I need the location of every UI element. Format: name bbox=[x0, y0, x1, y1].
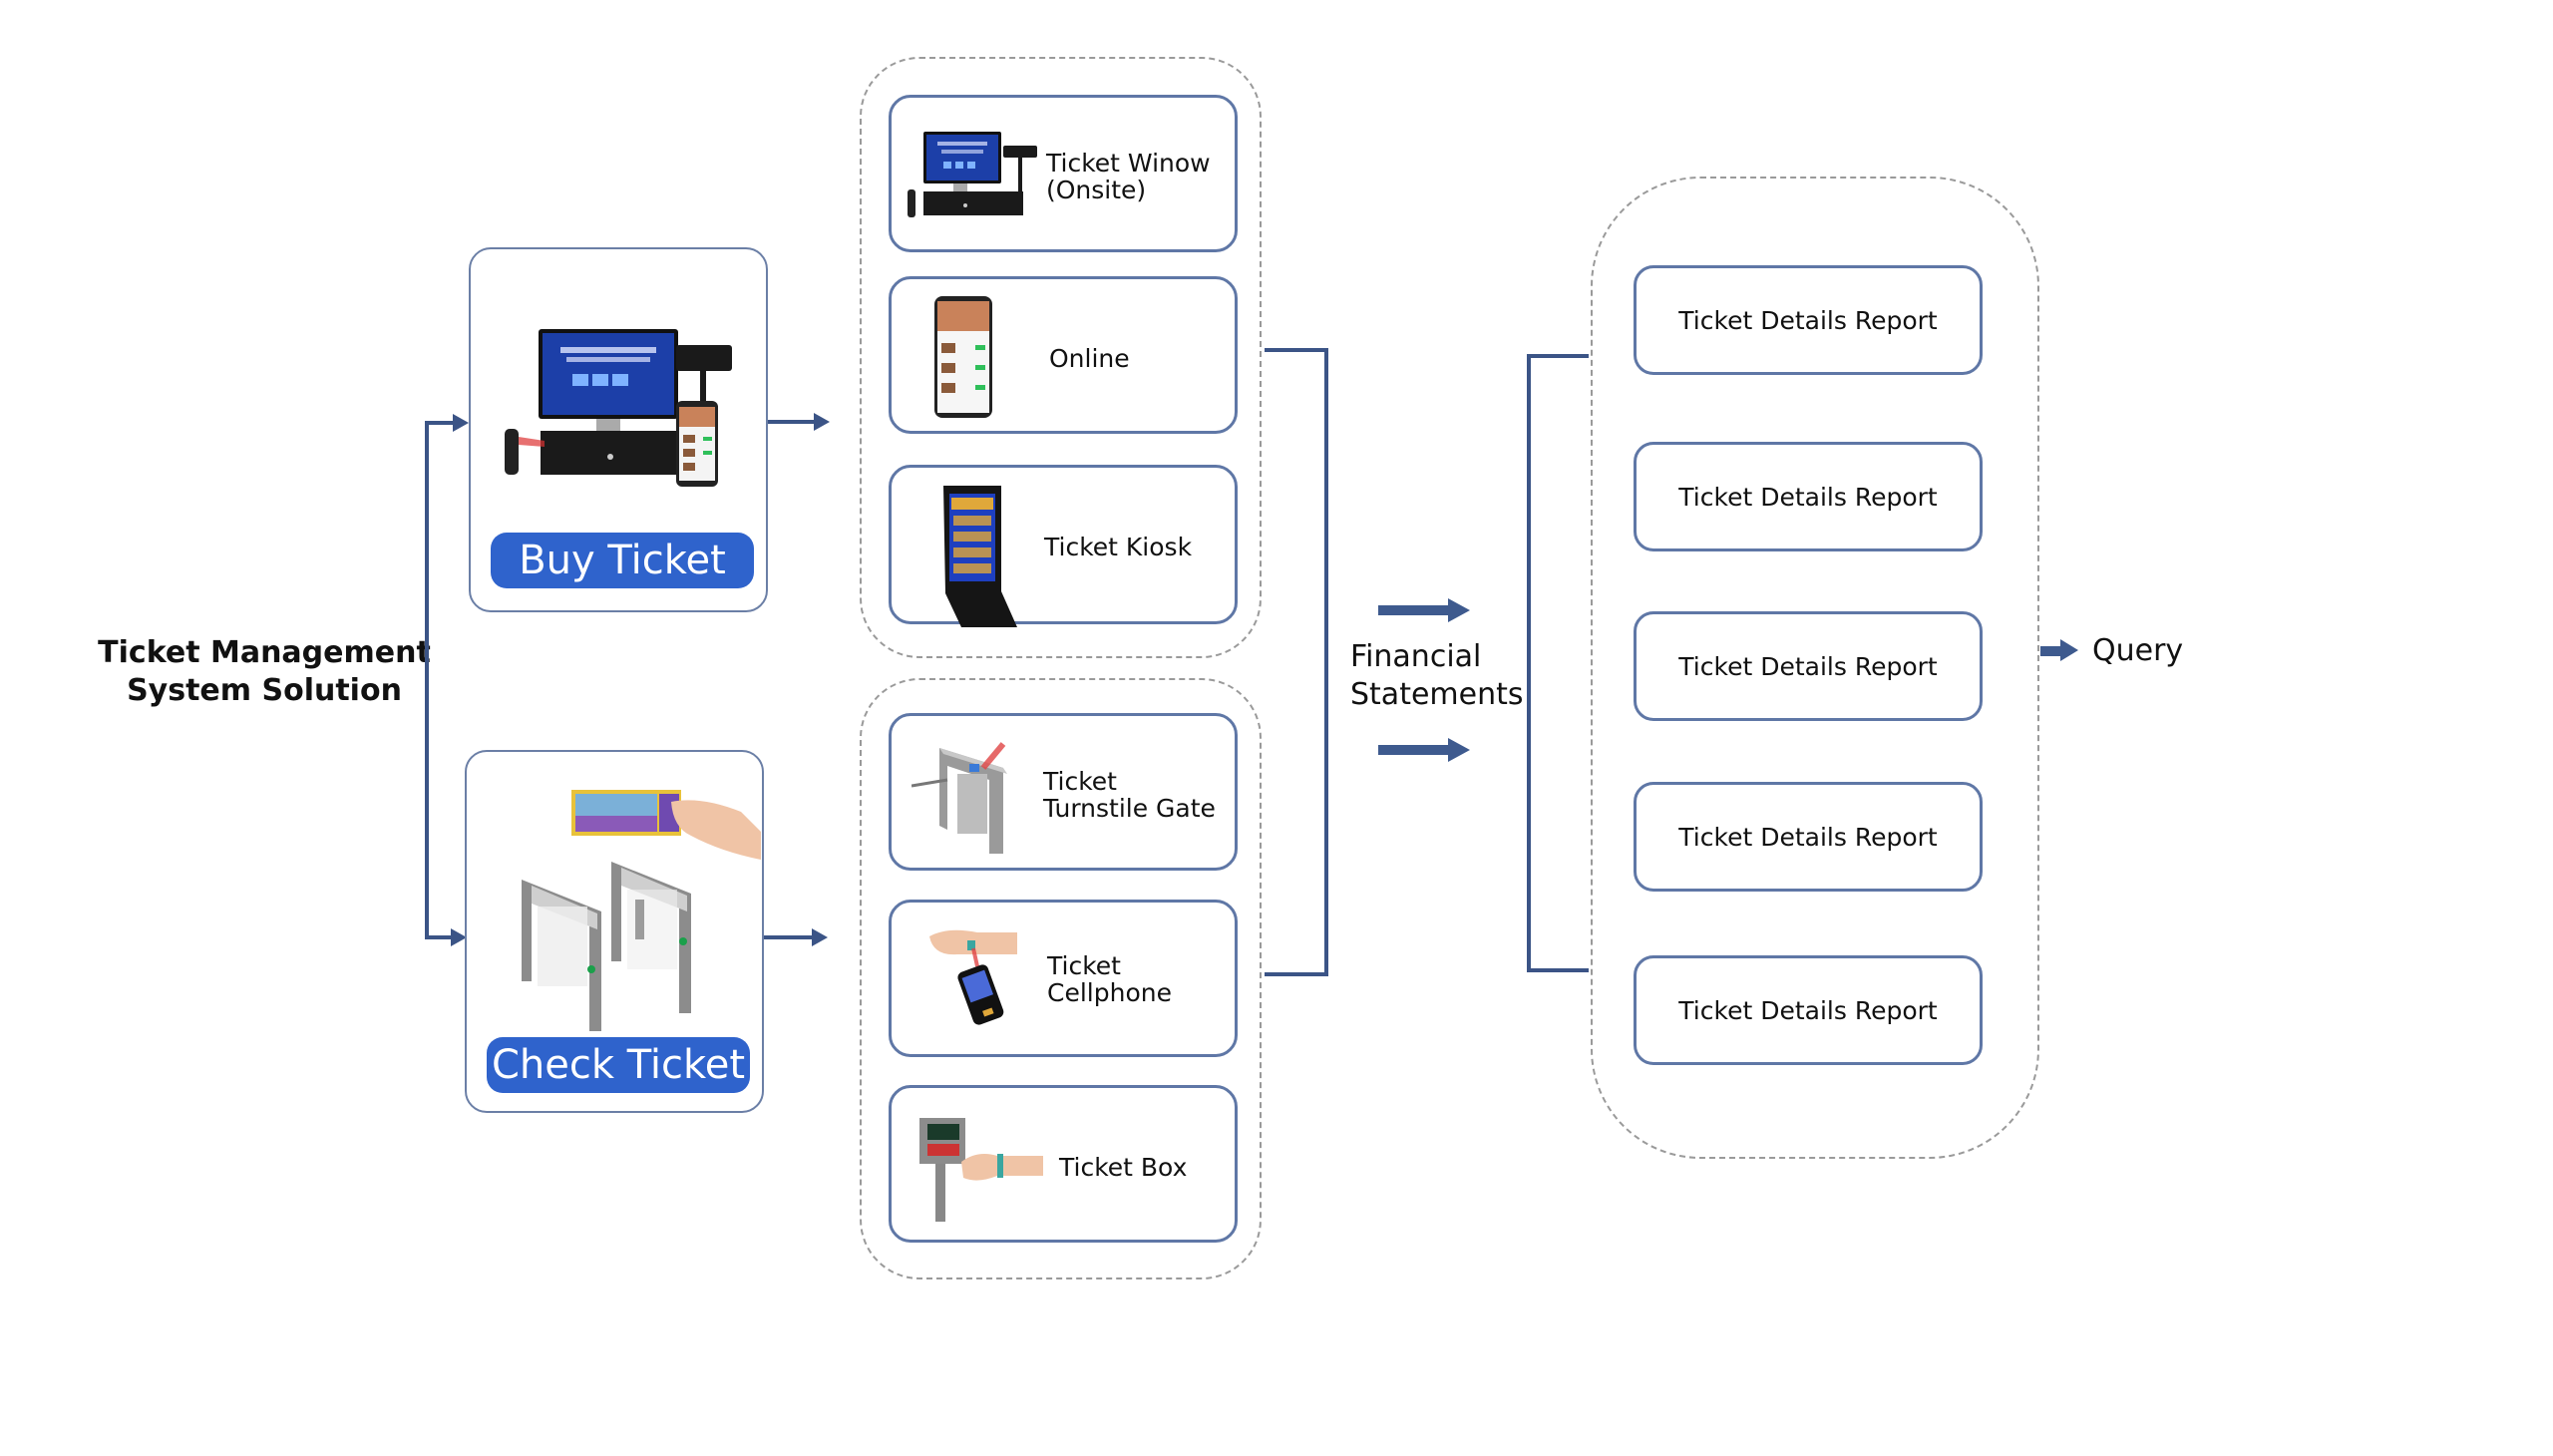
kiosk-icon bbox=[931, 482, 1021, 627]
channel-label-line-1: Ticket Winow bbox=[1046, 149, 1211, 178]
channel-card-ticket-box[interactable]: Ticket Box bbox=[889, 1085, 1238, 1243]
channel-card-cellphone[interactable]: Ticket Cellphone bbox=[889, 900, 1238, 1057]
query-arrow-icon bbox=[2060, 639, 2078, 661]
channel-label: Ticket Kiosk bbox=[1044, 534, 1192, 560]
buy-ticket-button[interactable]: Buy Ticket bbox=[491, 533, 754, 588]
channel-label-line-2: Cellphone bbox=[1047, 978, 1172, 1007]
channel-card-ticket-window[interactable]: Ticket Winow (Onsite) bbox=[889, 95, 1238, 252]
buy-to-channels-arrow-icon bbox=[814, 413, 830, 431]
smartphone-app-icon bbox=[933, 295, 993, 419]
turnstile-gate-with-ticket-icon bbox=[502, 782, 761, 1031]
ticketing-pos-terminal-icon bbox=[501, 319, 740, 499]
financial-label-line-2: Statements bbox=[1350, 677, 1524, 712]
buy-channels-group bbox=[860, 57, 1262, 658]
channels-bracket-vertical bbox=[1324, 348, 1328, 976]
channel-label: Online bbox=[1049, 345, 1130, 372]
report-card[interactable]: Ticket Details Report bbox=[1634, 782, 1983, 892]
channel-label-line-1: Ticket bbox=[1043, 767, 1117, 796]
channel-label-line-1: Ticket Kiosk bbox=[1044, 533, 1193, 561]
channel-label-line-1: Ticket bbox=[1047, 951, 1121, 980]
left-bracket-vertical bbox=[425, 421, 429, 939]
financial-arrow-top-shaft bbox=[1378, 605, 1450, 615]
buy-to-channels-line bbox=[768, 420, 816, 424]
channel-label: Ticket Turnstile Gate bbox=[1043, 768, 1216, 822]
channel-label: Ticket Cellphone bbox=[1047, 952, 1172, 1006]
buy-ticket-module: Buy Ticket bbox=[469, 247, 768, 612]
financial-statements-label: Financial Statements bbox=[1350, 638, 1524, 714]
left-bracket-bottom-line bbox=[425, 935, 453, 939]
left-bracket-top-line bbox=[425, 421, 455, 425]
check-ticket-module: Check Ticket bbox=[465, 750, 764, 1113]
check-channels-group bbox=[860, 678, 1262, 1279]
report-card[interactable]: Ticket Details Report bbox=[1634, 265, 1983, 375]
reports-bracket-bottom bbox=[1527, 968, 1589, 972]
pos-terminal-icon bbox=[904, 130, 1043, 219]
handheld-scanner-icon bbox=[927, 926, 1027, 1026]
check-ticket-button[interactable]: Check Ticket bbox=[487, 1037, 750, 1093]
channel-label-line-1: Ticket Box bbox=[1059, 1153, 1188, 1182]
arrow-to-check-icon bbox=[451, 928, 467, 946]
title-line-1: Ticket Management bbox=[98, 635, 431, 670]
channels-bracket-bottom bbox=[1265, 972, 1328, 976]
channel-card-online[interactable]: Online bbox=[889, 276, 1238, 434]
query-label[interactable]: Query bbox=[2092, 633, 2184, 668]
channel-label-line-2: (Onsite) bbox=[1046, 176, 1147, 204]
check-to-channels-line bbox=[764, 935, 814, 939]
arrow-to-buy-icon bbox=[453, 414, 469, 432]
channel-label-line-2: Turnstile Gate bbox=[1043, 794, 1216, 823]
tripod-turnstile-icon bbox=[912, 740, 1021, 856]
wristband-reader-icon bbox=[917, 1114, 1047, 1224]
financial-label-line-1: Financial bbox=[1350, 639, 1482, 674]
financial-arrow-bottom-icon bbox=[1448, 738, 1470, 762]
report-card[interactable]: Ticket Details Report bbox=[1634, 611, 1983, 721]
reports-bracket-vertical bbox=[1527, 354, 1531, 972]
channel-card-turnstile[interactable]: Ticket Turnstile Gate bbox=[889, 713, 1238, 871]
query-arrow-shaft bbox=[2040, 646, 2062, 656]
reports-group bbox=[1591, 177, 2039, 1159]
title-line-2: System Solution bbox=[127, 673, 402, 708]
channel-label: Ticket Box bbox=[1059, 1154, 1187, 1181]
reports-bracket-top bbox=[1527, 354, 1589, 358]
report-card[interactable]: Ticket Details Report bbox=[1634, 442, 1983, 551]
check-to-channels-arrow-icon bbox=[812, 928, 828, 946]
channels-bracket-top bbox=[1265, 348, 1328, 352]
channel-card-kiosk[interactable]: Ticket Kiosk bbox=[889, 465, 1238, 627]
diagram-title: Ticket Management System Solution bbox=[90, 634, 439, 710]
financial-arrow-top-icon bbox=[1448, 598, 1470, 622]
report-card[interactable]: Ticket Details Report bbox=[1634, 955, 1983, 1065]
channel-label-line-1: Online bbox=[1049, 344, 1130, 373]
channel-label: Ticket Winow (Onsite) bbox=[1046, 150, 1211, 203]
financial-arrow-bottom-shaft bbox=[1378, 745, 1450, 755]
